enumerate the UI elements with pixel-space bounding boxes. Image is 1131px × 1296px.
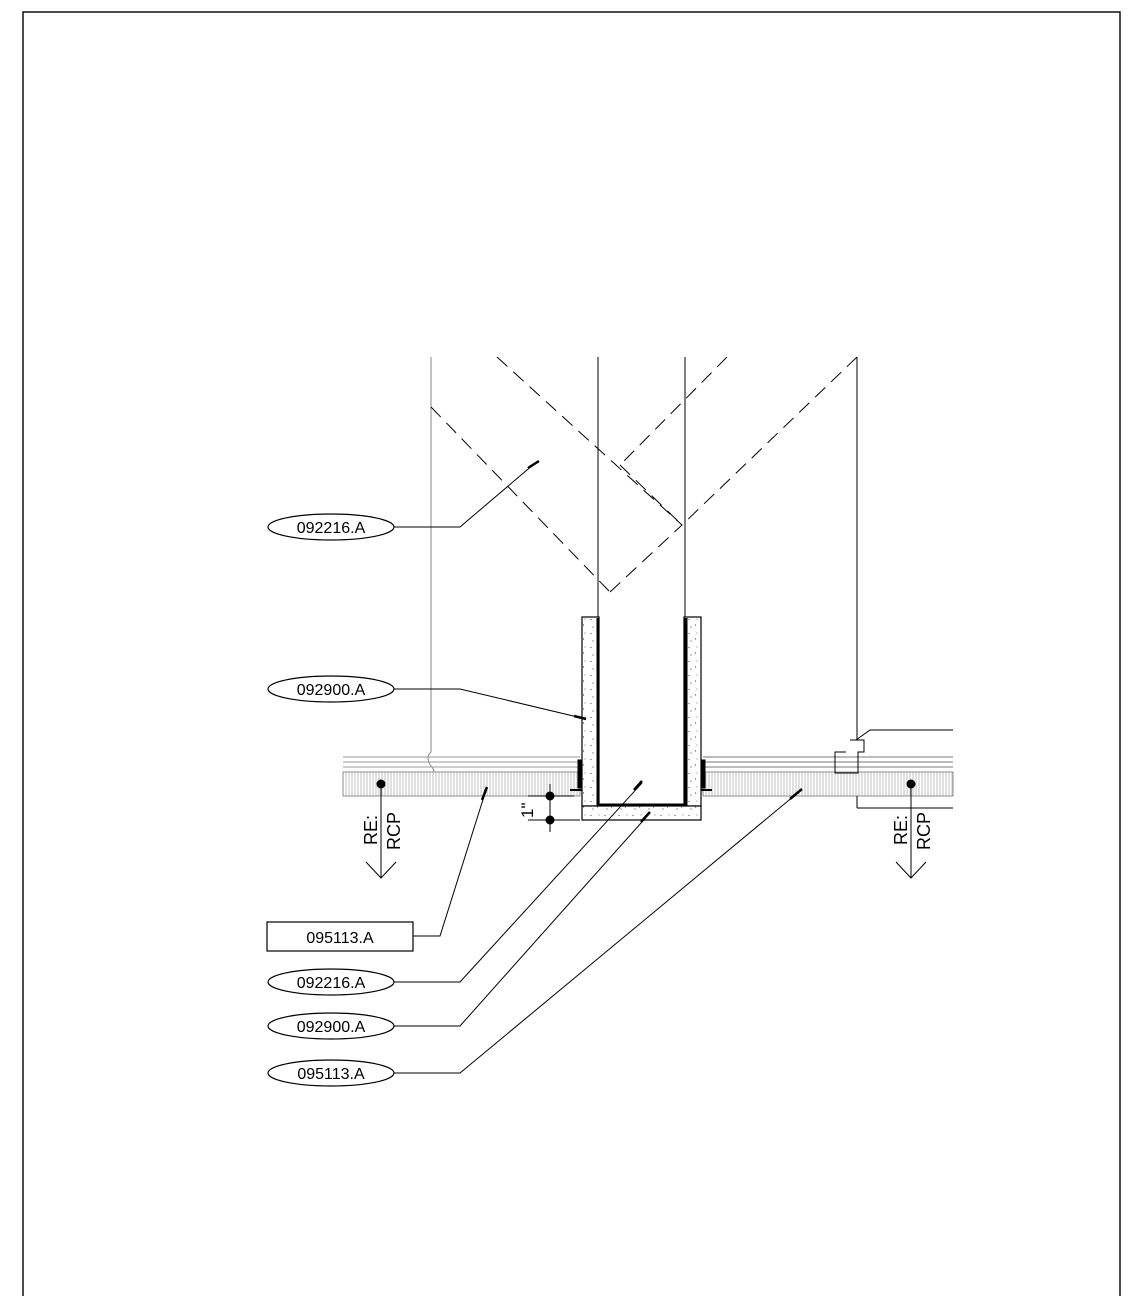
keynote-tag-ceiling-box[interactable]: 095113.A [266,921,414,952]
leader-tick-lower-board [640,811,651,823]
leader-upper-board [394,688,587,720]
leader-tick-upper-stud [527,459,540,470]
ceiling-right [702,756,954,797]
ref-left-line1: RE: [361,815,381,845]
leader-lower-board [394,813,650,1027]
sheet-border [22,11,1121,1296]
svg-text:092900.A: 092900.A [297,682,366,699]
leader-upper-stud [394,463,535,528]
svg-text:092900.A: 092900.A [297,1019,366,1036]
leader-lower-stud [394,782,643,983]
ceiling-left [342,756,581,797]
svg-text:092216.A: 092216.A [297,975,366,992]
svg-text:095113.A: 095113.A [297,1066,365,1083]
leader-tick-upper-board [573,714,587,721]
reference-arrow-right [895,784,927,879]
soffit-gypsum-box [581,616,702,821]
leader-lower-ceiling [394,790,801,1074]
dimension-one-inch [528,784,580,832]
keynote-tag-lower-ceiling[interactable]: 095113.A [267,1059,395,1087]
reference-arrow-left [365,784,397,879]
ref-right-line1: RE: [891,815,911,845]
svg-text:092216.A: 092216.A [297,520,366,537]
dashed-bracing [430,356,858,593]
svg-text:095113.A: 095113.A [306,930,374,947]
trim-angles [570,759,712,791]
keynote-tag-upper-board[interactable]: 092900.A [267,675,395,703]
keynote-tag-upper-stud[interactable]: 092216.A [267,513,395,541]
leader-tick-ceiling-box [480,786,489,801]
ref-left-line2: RCP [384,812,404,850]
dimension-label: 1" [518,803,537,819]
keynote-tag-lower-board[interactable]: 092900.A [267,1012,395,1040]
clip-leader [855,729,953,741]
ceiling-clip [834,739,865,774]
leader-ceiling-box [413,789,487,937]
leader-tick-lower-ceiling [789,788,803,800]
leader-tick-lower-stud [633,780,643,791]
ref-right-line2: RCP [914,812,934,850]
keynote-tag-lower-stud[interactable]: 092216.A [267,968,395,996]
